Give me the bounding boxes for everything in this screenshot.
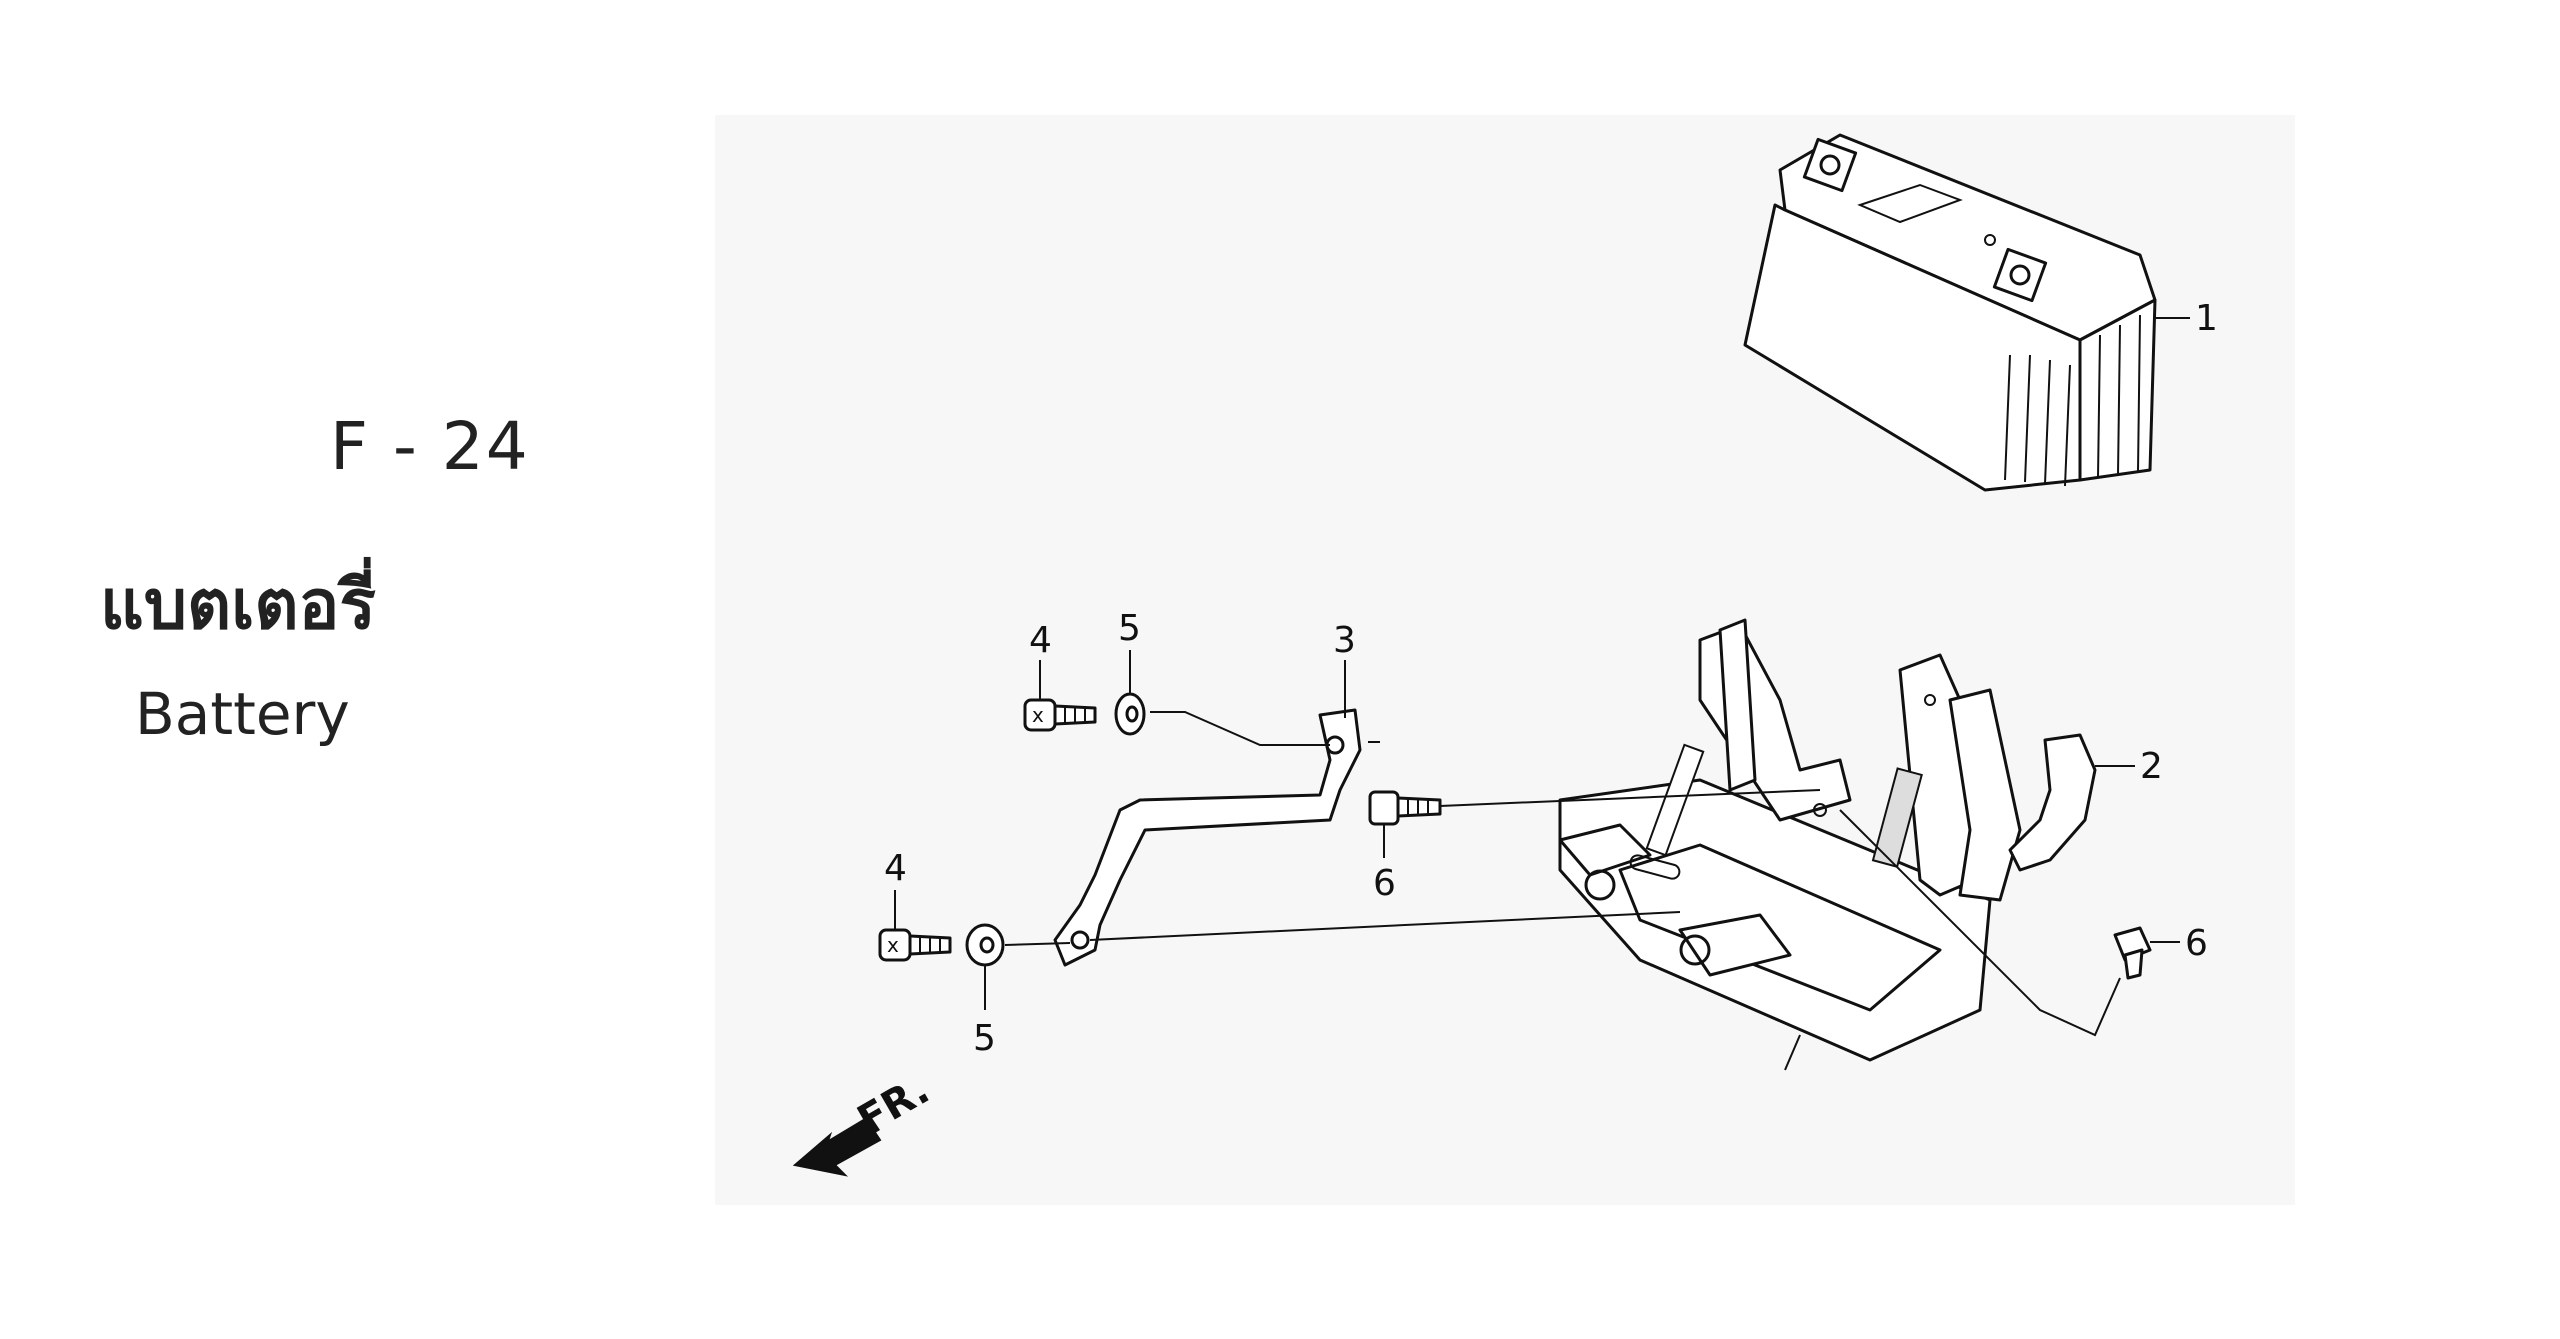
callout-1: 1 xyxy=(2195,298,2218,339)
callout-6a: 6 xyxy=(1373,863,1396,904)
section-code: F - 24 xyxy=(330,408,530,485)
svg-text:x: x xyxy=(887,933,899,957)
callout-4a: 4 xyxy=(1029,620,1052,661)
svg-text:x: x xyxy=(1032,703,1044,727)
bolt-upper-part[interactable]: x xyxy=(1023,660,1097,732)
front-direction-arrow xyxy=(792,1115,882,1177)
bolt-lower-part[interactable]: x xyxy=(878,890,952,962)
callout-4b: 4 xyxy=(884,848,907,889)
battery-part[interactable] xyxy=(1743,133,2190,492)
callout-2: 2 xyxy=(2140,746,2163,787)
page-title-english: Battery xyxy=(135,680,350,748)
callout-6b: 6 xyxy=(2185,923,2208,964)
battery-tray-part[interactable] xyxy=(1558,618,2135,1062)
flange-bolt-right-part[interactable] xyxy=(1784,809,2180,1071)
washer-lower-part[interactable] xyxy=(965,911,1681,1010)
flange-bolt-center-part[interactable] xyxy=(1368,789,1821,858)
washer-upper-part[interactable] xyxy=(1114,650,1330,746)
page-title-thai: แบตเตอรี่ xyxy=(100,566,376,645)
callout-3: 3 xyxy=(1333,620,1356,661)
callout-5a: 5 xyxy=(1118,608,1141,649)
callout-5b: 5 xyxy=(973,1018,996,1059)
